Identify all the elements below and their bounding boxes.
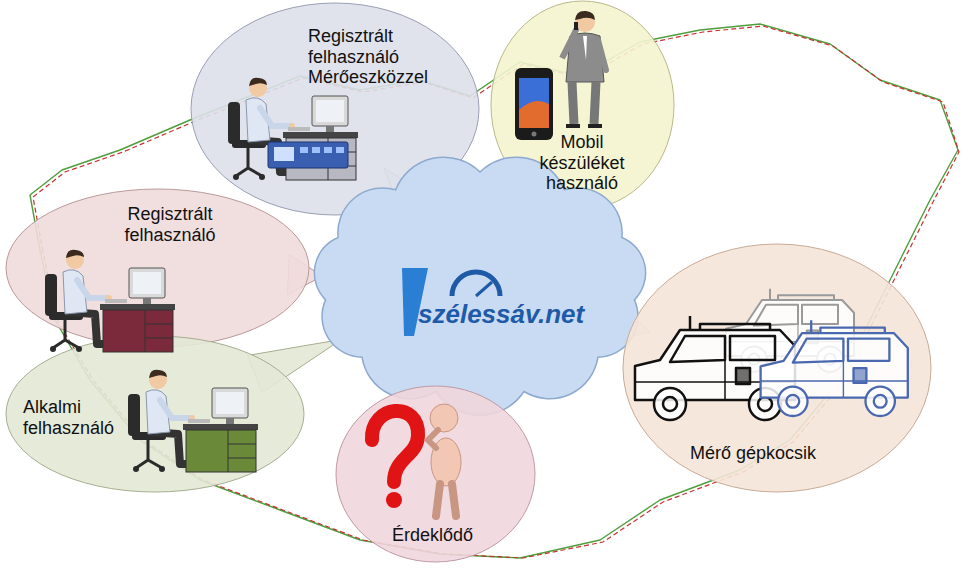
bubble-label: Regisztrált felhasználó Mérőeszközzel [308, 26, 458, 88]
speech-tail [287, 255, 322, 295]
measuring-device [268, 142, 348, 168]
bubble-outline [623, 244, 931, 492]
cloud-outline [314, 157, 645, 415]
worker-figure [128, 370, 258, 472]
bubble-outline [491, 1, 674, 209]
bubble-label: Regisztrált felhasználó [100, 204, 240, 245]
measuring-car [761, 320, 908, 416]
worker-figure [228, 78, 358, 180]
user-bubble: Alkalmi felhasználó [5, 335, 305, 493]
bubble-label: Alkalmi felhasználó [23, 397, 153, 438]
bubble-label: Mobil készüléket használó [517, 132, 647, 194]
bubble-label: Mérő gépkocsik [690, 443, 860, 464]
speech-tail [607, 302, 650, 340]
visitor-bubble: Érdeklődő [335, 385, 536, 563]
speech-tail [247, 339, 341, 392]
bubble-label: Érdeklődő [335, 525, 530, 546]
bubble-outline [6, 336, 304, 492]
user-bubble: Mobil készüléket használó [490, 0, 675, 210]
mobile-user-figure [562, 11, 606, 126]
worker-figure [45, 250, 175, 352]
bubble-outline [336, 386, 535, 562]
user-bubble: Regisztrált felhasználó Mérőeszközzel [190, 2, 480, 216]
thinker-figure [428, 404, 461, 516]
speech-tail [383, 167, 438, 227]
mobile-phone [515, 68, 553, 140]
car-bubble: Mérő gépkocsik [622, 243, 932, 493]
border-line [30, 24, 958, 558]
bubble-outline [191, 3, 479, 215]
question-mark [372, 411, 418, 508]
border-line [33, 26, 959, 558]
user-bubble: Regisztrált felhasználó [5, 188, 310, 348]
bubble-outline [6, 189, 309, 347]
logo-text: szélessáv.net [418, 300, 618, 330]
